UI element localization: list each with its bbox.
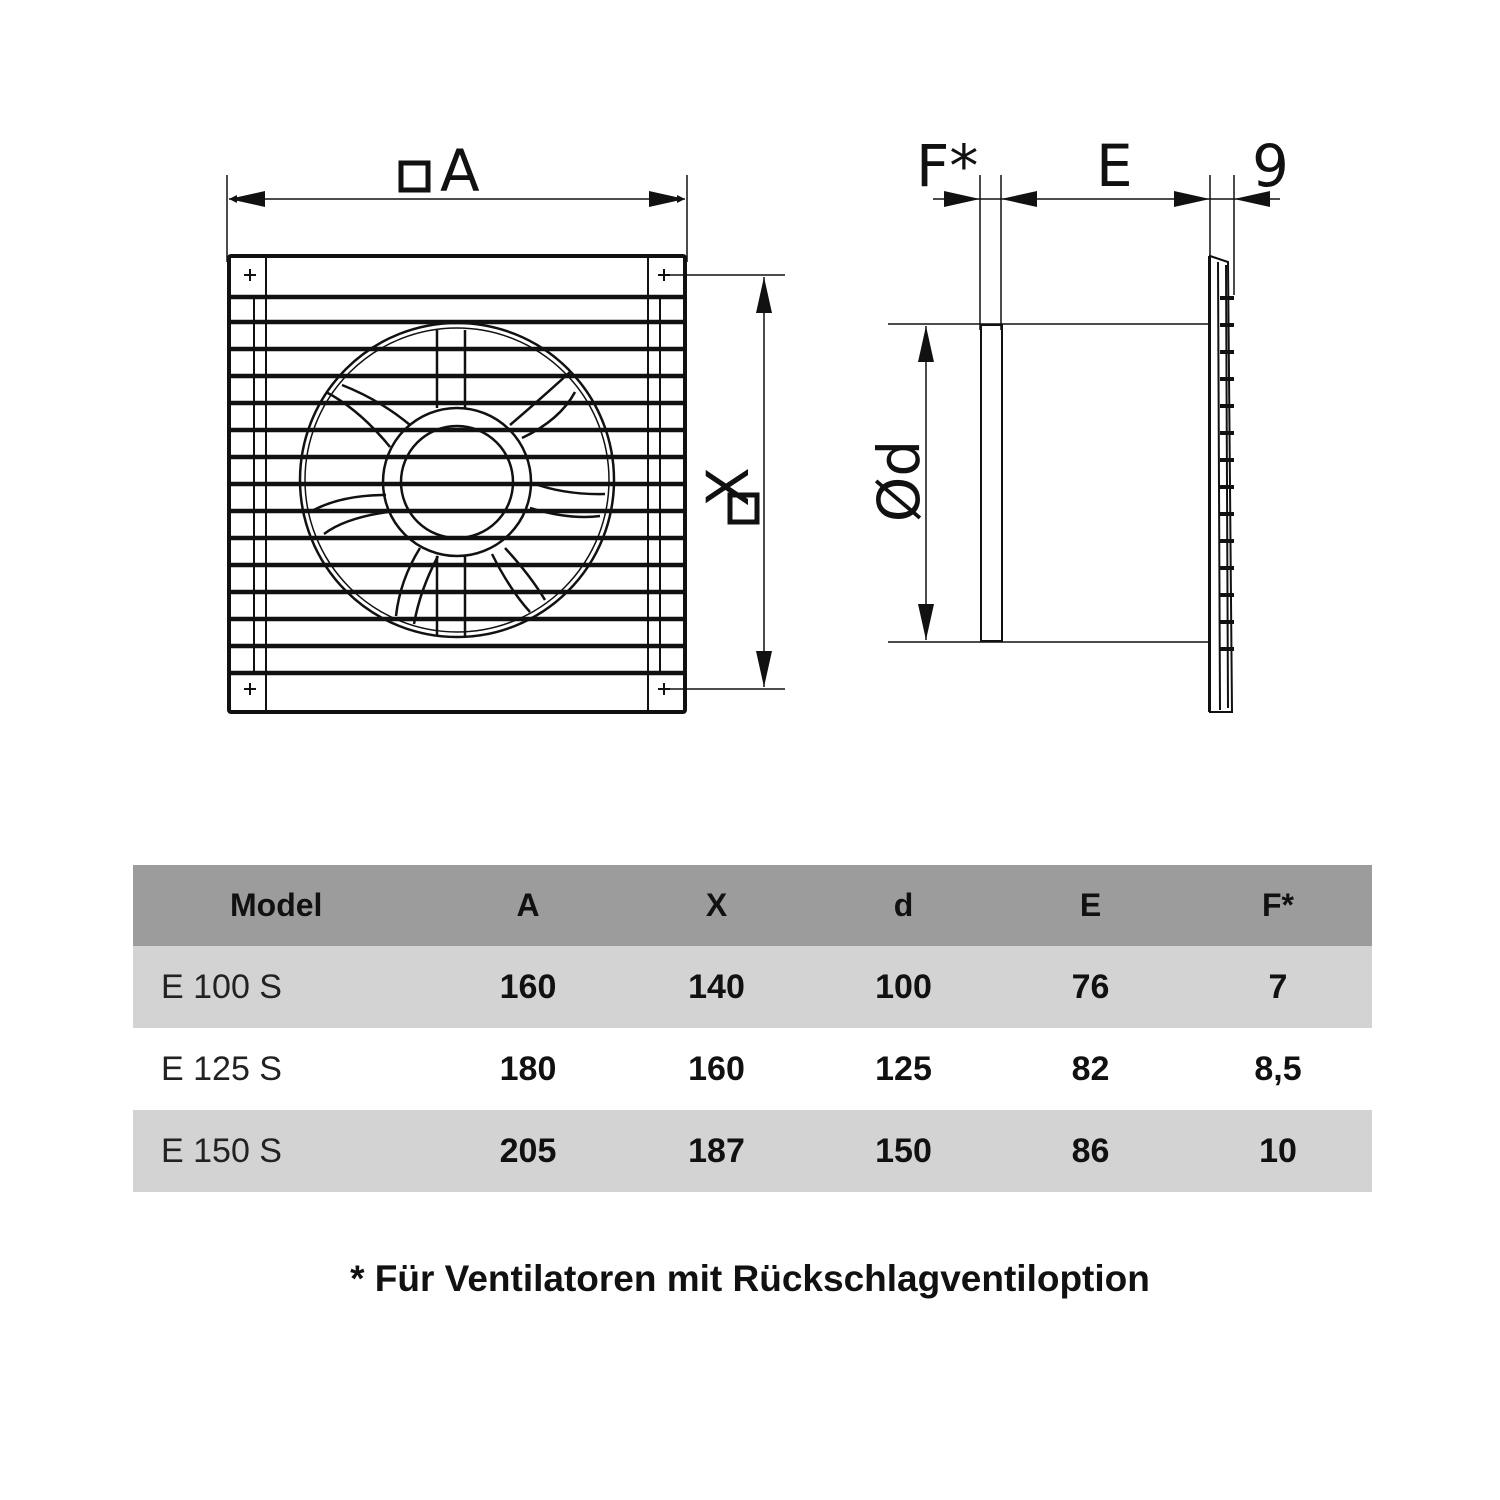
footnote: * Für Ventilatoren mit Rückschlagventilo… [350, 1258, 1150, 1299]
label-x: X [693, 467, 762, 507]
cell-model: E 100 S [133, 946, 433, 1028]
front-view [226, 160, 785, 714]
label-9: 9 [1252, 132, 1289, 200]
technical-drawing: A X Ød F* E 9 [226, 132, 1289, 714]
dimension-a [226, 160, 688, 262]
cell-e: 86 [997, 1110, 1184, 1192]
header-a: A [433, 865, 623, 946]
header-f: F* [1184, 865, 1372, 946]
header-x: X [623, 865, 810, 946]
grille-profile [1209, 254, 1234, 713]
label-f-star: F* [916, 132, 979, 200]
table-header-row: Model A X d E F* [133, 865, 1372, 946]
cell-model: E 150 S [133, 1110, 433, 1192]
cell-d: 125 [810, 1028, 997, 1110]
cell-x: 187 [623, 1110, 810, 1192]
cell-a: 205 [433, 1110, 623, 1192]
cell-f: 10 [1184, 1110, 1372, 1192]
cell-d: 150 [810, 1110, 997, 1192]
label-diameter-d: Ød [865, 439, 934, 523]
cell-a: 160 [433, 946, 623, 1028]
cell-x: 140 [623, 946, 810, 1028]
square-symbol-icon [398, 160, 431, 193]
cell-e: 82 [997, 1028, 1184, 1110]
cell-e: 76 [997, 946, 1184, 1028]
table-row: E 125 S 180 160 125 82 8,5 [133, 1028, 1372, 1110]
label-a: A [440, 137, 480, 205]
side-view [888, 175, 1280, 713]
table-row: E 150 S 205 187 150 86 10 [133, 1110, 1372, 1192]
cell-a: 180 [433, 1028, 623, 1110]
cell-x: 160 [623, 1028, 810, 1110]
drawing-canvas [226, 160, 1280, 714]
grille-frame [227, 254, 687, 714]
table-row: E 100 S 160 140 100 76 7 [133, 946, 1372, 1028]
louvers [231, 294, 683, 676]
dimension-x [664, 274, 785, 690]
fan-body [888, 256, 1210, 712]
header-model: Model [133, 865, 433, 946]
dimensions-table: Model A X d E F* E 100 S 160 140 100 76 … [133, 865, 1372, 1192]
dimension-f-e-9 [933, 175, 1280, 330]
cell-d: 100 [810, 946, 997, 1028]
label-e: E [1096, 132, 1133, 200]
header-e: E [997, 865, 1184, 946]
dimension-d [918, 326, 934, 640]
cell-f: 8,5 [1184, 1028, 1372, 1110]
cell-model: E 125 S [133, 1028, 433, 1110]
square-symbol-icon [727, 492, 760, 525]
header-d: d [810, 865, 997, 946]
cell-f: 7 [1184, 946, 1372, 1028]
